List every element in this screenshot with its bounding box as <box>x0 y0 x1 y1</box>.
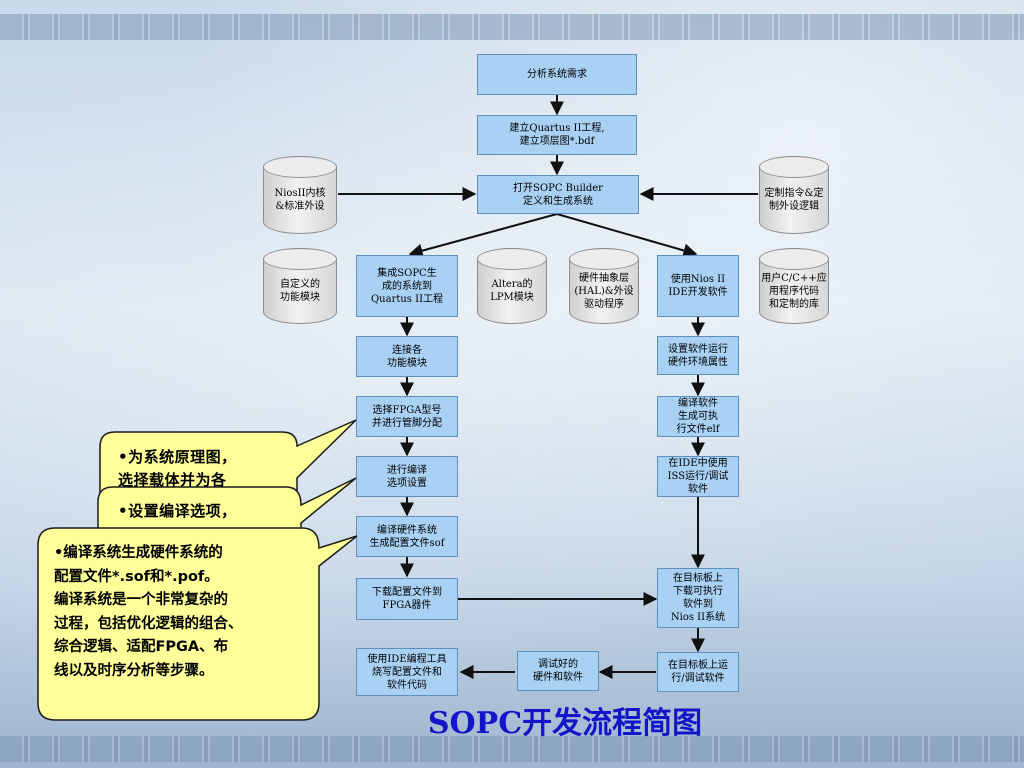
step-analyze-requirements: 分析系统需求 <box>477 54 637 95</box>
callout-2-text: •设置编译选项， 编译选项设置以 <box>118 502 237 526</box>
step-select-fpga: 选择FPGA型号 并进行管脚分配 <box>356 396 458 437</box>
arrow-sopc-to-ide <box>556 213 698 258</box>
step-connect-modules: 连接各 功能模块 <box>356 336 458 377</box>
step-integrate-sopc-system: 集成SOPC生 成的系统到 Quartus II工程 <box>356 255 458 317</box>
step-set-runtime-env: 设置软件运行 硬件环境属性 <box>657 336 739 375</box>
db-nios-core-label: NiosII内核 &标准外设 <box>274 188 326 212</box>
db-user-code-label: 用户C/C++应 用程序代码 和定制的库 <box>761 272 827 310</box>
db-hal-drivers-label: 硬件抽象层 (HAL)&外设 驱动程序 <box>574 272 634 310</box>
diagram-caption: SOPC开发流程简图 <box>427 706 703 741</box>
step-program-flash: 使用IDE编程工具 烧写配置文件和 软件代码 <box>356 648 458 696</box>
db-custom-instruction-label: 定制指令&定 制外设逻辑 <box>764 188 824 212</box>
callout-3-shape <box>37 527 358 721</box>
db-custom-modules-label: 自定义的 功能模块 <box>280 279 320 303</box>
callout-1-text: •为系统原理图， 选择载体并为各 <box>118 448 237 489</box>
db-user-code: 用户C/C++应 用程序代码 和定制的库 <box>759 248 829 324</box>
db-altera-lpm-label: Altera的 LPM模块 <box>490 279 534 303</box>
step-compile-hardware: 编译硬件系统 生成配置文件sof <box>356 516 458 557</box>
step-debugged-hw-sw: 调试好的 硬件和软件 <box>517 651 599 691</box>
step-use-nios-ide: 使用Nios II IDE开发软件 <box>657 255 739 317</box>
step-create-quartus-project: 建立Quartus II工程, 建立项层图*.bdf <box>477 115 637 155</box>
db-hal-drivers: 硬件抽象层 (HAL)&外设 驱动程序 <box>569 248 639 324</box>
step-open-sopc-builder: 打开SOPC Builder 定义和生成系统 <box>477 175 639 214</box>
db-altera-lpm: Altera的 LPM模块 <box>477 248 547 324</box>
step-download-executable: 在目标板上 下载可执行 软件到 Nios II系统 <box>657 568 739 628</box>
bottom-decorative-rail <box>0 736 1024 762</box>
db-nios-core: NiosII内核 &标准外设 <box>263 156 337 234</box>
step-download-config: 下载配置文件到 FPGA器件 <box>356 578 458 620</box>
step-compile-options: 进行编译 选项设置 <box>356 456 458 497</box>
db-custom-instruction: 定制指令&定 制外设逻辑 <box>759 156 829 234</box>
step-compile-software: 编译软件 生成可执 行文件elf <box>657 396 739 437</box>
step-run-debug-target: 在目标板上运 行/调试软件 <box>657 652 739 692</box>
callout-3-text: •编译系统生成硬件系统的 配置文件*.sof和*.pof。 编译系统是一个非常复… <box>54 545 243 679</box>
db-custom-modules: 自定义的 功能模块 <box>263 248 337 324</box>
top-decorative-rail <box>0 14 1024 40</box>
step-iss-debug: 在IDE中使用 ISS运行/调试 软件 <box>657 456 739 497</box>
arrow-sopc-to-integrate <box>408 213 558 258</box>
